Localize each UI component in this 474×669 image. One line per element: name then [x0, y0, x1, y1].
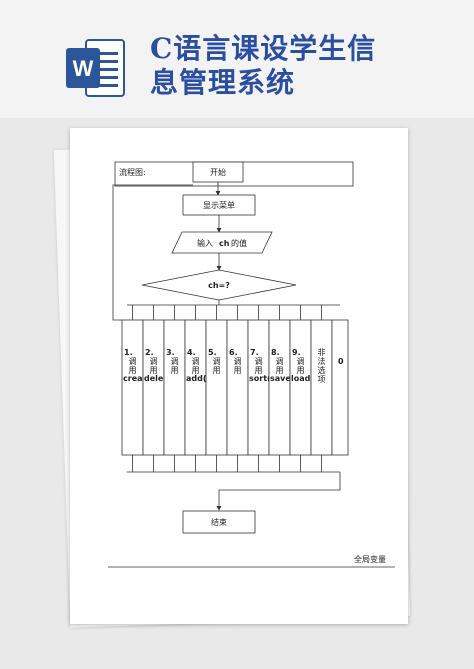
branch-number: 4. — [187, 348, 196, 357]
branch-char: 调 — [297, 357, 305, 366]
branch-char: 用 — [255, 366, 263, 375]
branch-char: 用 — [150, 366, 158, 375]
start-label: 开始 — [210, 167, 226, 177]
branch-char: 选 — [318, 365, 326, 375]
branch-char: 调 — [129, 357, 137, 366]
branch-function: add() — [186, 374, 210, 383]
branch-box — [226, 319, 249, 456]
svg-text:W: W — [73, 56, 94, 81]
loop-back-line — [112, 184, 193, 321]
flowchart-caption: 流程图: — [119, 167, 146, 177]
word-document-icon: W — [66, 39, 125, 97]
branch-number: 5. — [208, 348, 217, 357]
document-title-line-2: 息管理系统 — [150, 66, 296, 99]
branch-char: 用 — [129, 366, 137, 375]
branch-char: 调 — [192, 357, 200, 366]
menu-label: 显示菜单 — [203, 200, 235, 210]
branch-box — [268, 319, 291, 456]
branch-function: sort() — [249, 374, 274, 383]
branch-box — [310, 319, 333, 456]
end-label: 结束 — [211, 517, 227, 527]
branch-char: 调 — [234, 357, 242, 366]
branch-box — [121, 319, 144, 456]
branch-number: 9. — [292, 348, 301, 357]
branch-char: 用 — [234, 366, 242, 375]
document-header: W C语言课设学生信 息管理系统 — [0, 0, 474, 118]
branch-function: save() — [270, 374, 298, 383]
branch-box — [184, 319, 207, 456]
branch-number: 2. — [145, 348, 154, 357]
branch-group: 1.调用creat()2.调用dele()3.调用4.调用add()5.调用6.… — [121, 305, 349, 472]
zero-branch-box — [331, 319, 349, 456]
input-label-suffix: 的值 — [231, 238, 247, 248]
zero-label: 0 — [338, 357, 344, 366]
branch-function: dele() — [144, 374, 171, 383]
document-title: C语言课设学生信 息管理系统 — [150, 32, 450, 100]
branch-char: 非 — [318, 347, 326, 357]
branch-char: 用 — [171, 366, 179, 375]
branch-char: 用 — [297, 366, 305, 375]
branch-char: 调 — [213, 357, 221, 366]
end-box — [182, 510, 256, 534]
branch-number: 7. — [250, 348, 259, 357]
branch-char: 法 — [318, 356, 326, 366]
branch-box — [247, 319, 270, 456]
branch-char: 项 — [318, 375, 326, 384]
branch-number: 1. — [124, 348, 133, 357]
branch-char: 用 — [192, 366, 200, 375]
document-title-line-1: C语言课设学生信 — [150, 32, 377, 65]
branch-number: 3. — [166, 348, 175, 357]
branch-char: 调 — [171, 357, 179, 366]
input-parallelogram — [171, 231, 273, 254]
branch-char: 调 — [276, 357, 284, 366]
branch-number: 6. — [229, 348, 238, 357]
branch-char: 用 — [276, 366, 284, 375]
branch-number: 8. — [271, 348, 280, 357]
merge-to-end-line — [216, 472, 341, 511]
branch-function: load() — [291, 374, 318, 383]
branch-box — [289, 319, 312, 456]
branch-box — [205, 319, 228, 456]
branch-box — [142, 319, 165, 456]
branch-char: 调 — [150, 357, 158, 366]
decision-label: ch=? — [208, 281, 230, 290]
branch-box — [163, 319, 186, 456]
footer-note: 全局变量 — [354, 554, 386, 564]
input-label-prefix: 输入 — [197, 238, 213, 248]
branch-function: creat() — [123, 374, 154, 383]
input-label-var: ch — [219, 239, 230, 248]
branch-char: 用 — [213, 366, 221, 375]
branch-char: 调 — [255, 357, 263, 366]
